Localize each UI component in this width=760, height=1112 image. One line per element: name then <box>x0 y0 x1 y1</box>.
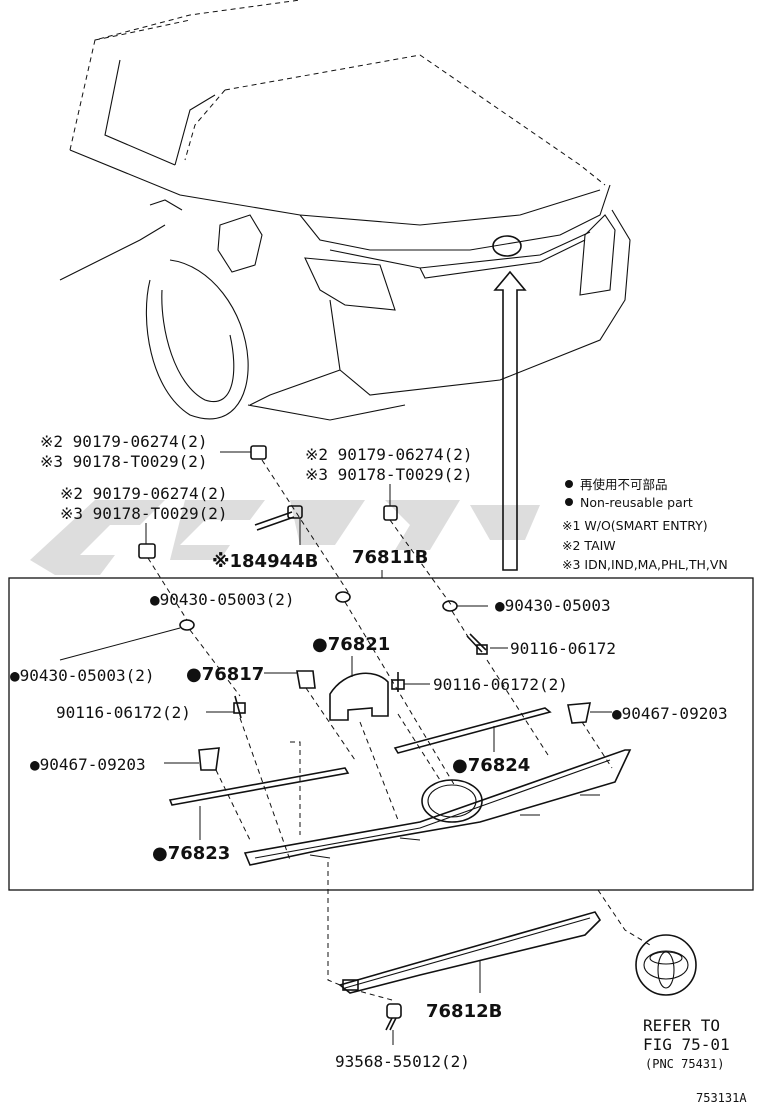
label-refer-line2: FIG 75-01 <box>643 1035 730 1054</box>
label-c-line2: ※3 90178-T0029(2) <box>60 504 228 523</box>
pointer-arrow <box>493 270 527 571</box>
clip-left-icon <box>164 747 220 771</box>
grommet-c-icon <box>138 523 156 559</box>
assembly-lines <box>147 459 651 1001</box>
nut-right-icon <box>442 600 488 612</box>
nut-left-top-icon <box>335 591 351 603</box>
legend: 再使用不可部品 Non-reusable part ※1 W/O(SMART E… <box>562 477 728 572</box>
label-90116-right-top: 90116-06172 <box>510 639 616 658</box>
label-c-line1: ※2 90179-06274(2) <box>60 484 228 503</box>
garnish-76812b-icon <box>338 911 602 994</box>
label-76824: ●76824 <box>452 755 530 776</box>
legend-note-1: ※1 W/O(SMART ENTRY) <box>562 518 708 533</box>
bracket-76821-icon <box>329 656 389 721</box>
label-84944b: ※184944B <box>212 551 318 572</box>
screw-right-top-icon <box>466 633 508 655</box>
watermark-logo <box>30 500 540 575</box>
label-a-line2: ※3 90178-T0029(2) <box>40 452 208 471</box>
clip-right-icon <box>567 702 612 724</box>
label-93568: 93568-55012(2) <box>335 1052 470 1071</box>
label-90467-left: ●90467-09203 <box>30 755 146 774</box>
nut-left-icon <box>59 619 195 661</box>
label-a-line1: ※2 90179-06274(2) <box>40 432 208 451</box>
label-90116-mid: 90116-06172(2) <box>433 675 568 694</box>
label-76823: ●76823 <box>152 843 230 864</box>
screw-left-icon <box>206 695 246 719</box>
label-90430-left: ●90430-05003(2) <box>10 666 155 685</box>
moulding-76824-icon <box>393 707 552 754</box>
label-76812b: 76812B <box>426 1001 502 1022</box>
legend-non-reusable-en: Non-reusable part <box>580 495 693 510</box>
label-90430-left-top: ●90430-05003(2) <box>150 590 295 609</box>
emblem-icon <box>635 934 697 996</box>
label-90467-right: ●90467-09203 <box>612 704 728 723</box>
car-outline <box>59 0 631 421</box>
label-b-line1: ※2 90179-06274(2) <box>305 445 473 464</box>
assembly-frame <box>8 577 754 891</box>
clip-76817-icon <box>264 670 316 689</box>
figure-id: 753131A <box>696 1091 747 1105</box>
label-76817: ●76817 <box>186 664 264 685</box>
part-labels: ※2 90179-06274(2) ※3 90178-T0029(2) ※2 9… <box>10 432 747 1105</box>
legend-note-2: ※2 TAIW <box>562 538 616 553</box>
label-refer-line3: (PNC 75431) <box>645 1057 724 1071</box>
label-90116-left: 90116-06172(2) <box>56 703 191 722</box>
label-refer-line1: REFER TO <box>643 1016 720 1035</box>
grommet-a-icon <box>220 445 267 460</box>
screw-bottom-icon <box>385 1003 402 1045</box>
cable-84944b-icon <box>254 505 303 545</box>
label-76821: ●76821 <box>312 634 390 655</box>
label-b-line2: ※3 90178-T0029(2) <box>305 465 473 484</box>
garnish-76811b-icon <box>243 749 632 866</box>
legend-non-reusable-jp: 再使用不可部品 <box>580 477 668 492</box>
screw-mid-icon <box>391 672 430 692</box>
label-76811b: 76811B <box>352 547 428 568</box>
legend-note-3: ※3 IDN,IND,MA,PHL,TH,VN <box>562 557 728 572</box>
moulding-76823-icon <box>168 767 350 840</box>
label-90430-right: ●90430-05003 <box>495 596 611 615</box>
